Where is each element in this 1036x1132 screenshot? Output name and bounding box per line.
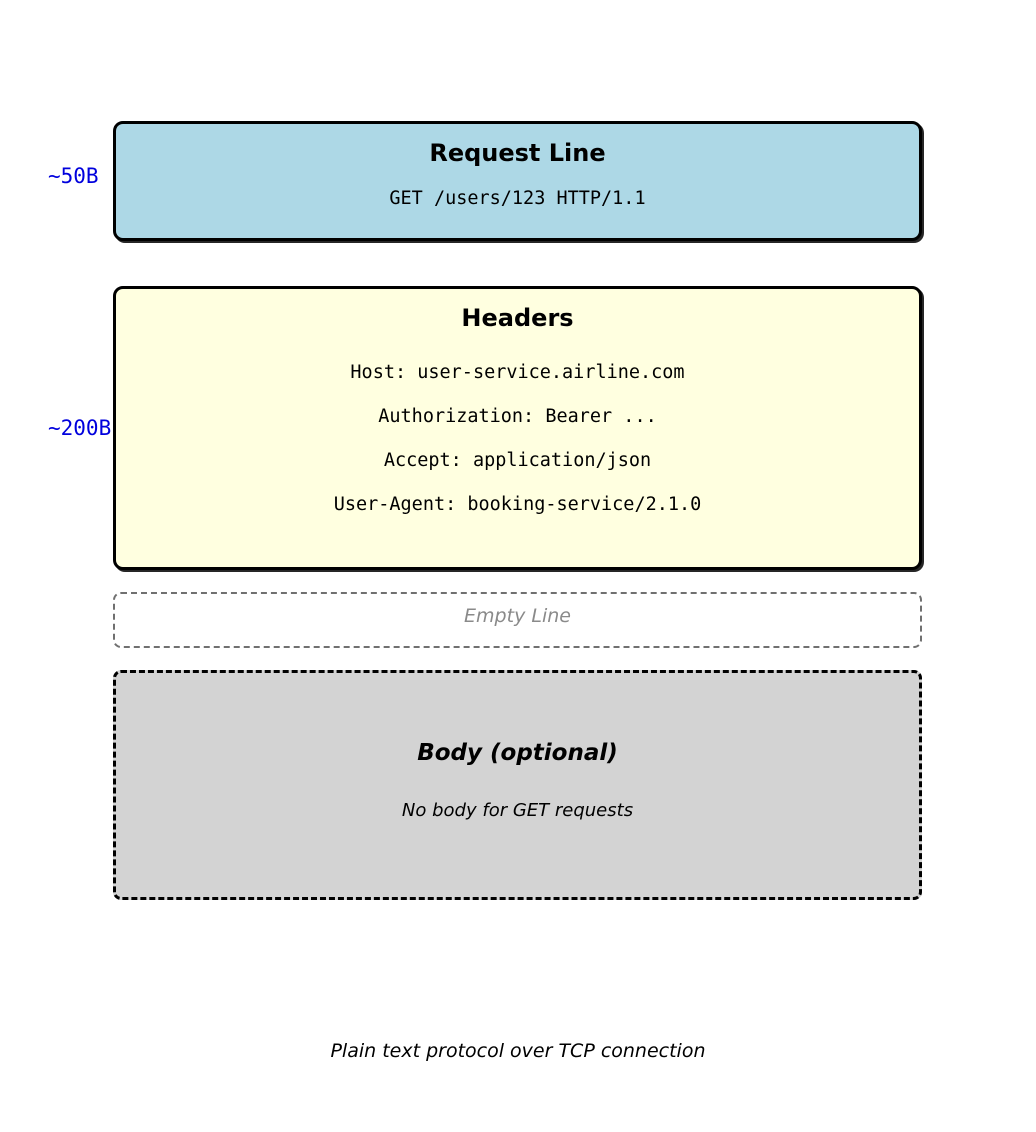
body-title: Body (optional) — [417, 740, 618, 766]
header-line-accept: Accept: application/json — [383, 450, 652, 471]
request-line-size-label: ~50B — [48, 164, 99, 188]
headers-lines: Host: user-service.airline.com Authoriza… — [116, 351, 919, 527]
request-line-title: Request Line — [429, 139, 606, 167]
header-line-host: Host: user-service.airline.com — [350, 362, 685, 383]
body-box: Body (optional) No body for GET requests — [113, 670, 922, 900]
headers-box: Headers Host: user-service.airline.com A… — [113, 286, 922, 570]
request-line-content: GET /users/123 HTTP/1.1 — [389, 188, 646, 209]
request-line-box: Request Line GET /users/123 HTTP/1.1 — [113, 121, 922, 241]
header-line-user-agent: User-Agent: booking-service/2.1.0 — [333, 494, 702, 515]
body-note: No body for GET requests — [401, 800, 634, 821]
headers-title: Headers — [461, 304, 574, 332]
diagram-caption: Plain text protocol over TCP connection — [330, 1040, 706, 1062]
empty-line-box: Empty Line — [113, 592, 922, 648]
empty-line-label: Empty Line — [464, 605, 571, 627]
headers-size-label: ~200B — [48, 416, 112, 440]
header-line-authorization: Authorization: Bearer ... — [378, 406, 657, 427]
